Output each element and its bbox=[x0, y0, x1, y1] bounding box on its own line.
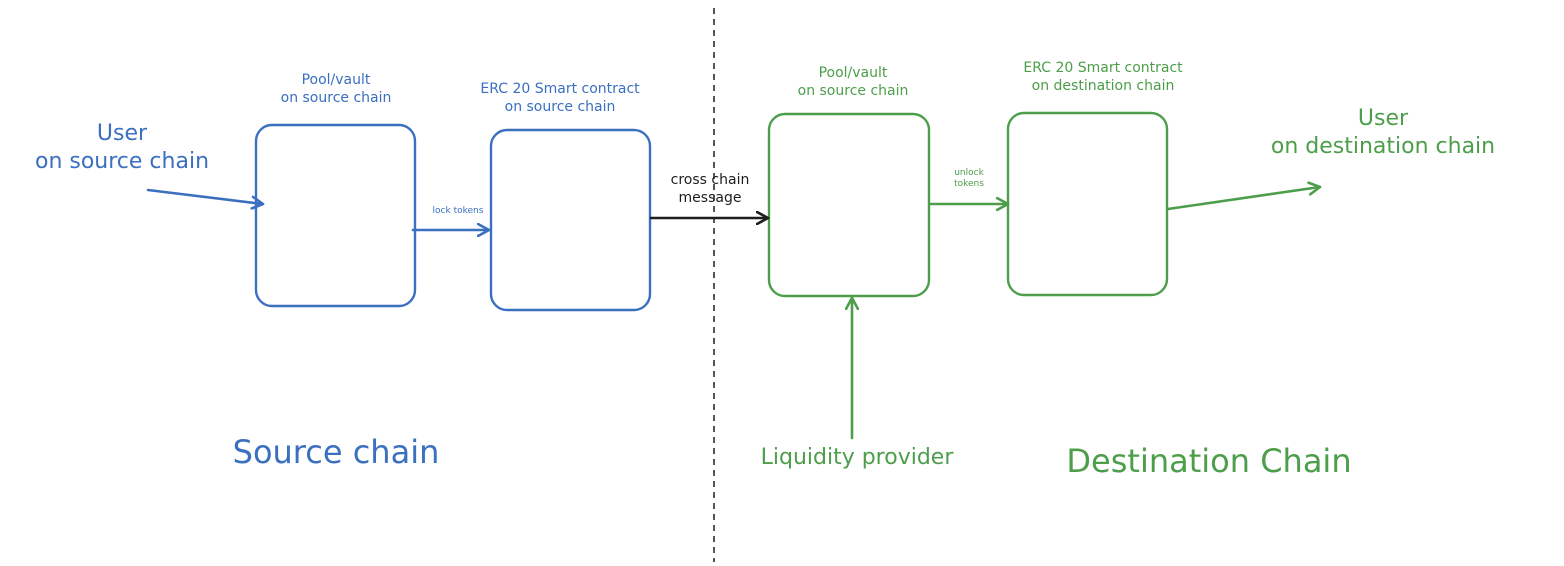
pool-destination-box[interactable] bbox=[767, 112, 931, 298]
cross-chain-message-label: cross chain message bbox=[670, 172, 750, 206]
pool-source-label: Pool/vault on source chain bbox=[280, 72, 392, 106]
liquidity-provider-label: Liquidity provider bbox=[760, 445, 954, 470]
user-source-label: User on source chain bbox=[34, 121, 210, 174]
arrow-user-to-pool-source[interactable] bbox=[146, 188, 265, 204]
erc20-source-box[interactable] bbox=[489, 128, 652, 312]
pool-destination-label: Pool/vault on source chain bbox=[797, 65, 909, 99]
arrow-to-user-destination[interactable] bbox=[1166, 187, 1322, 211]
destination-chain-title: Destination Chain bbox=[1066, 442, 1352, 480]
pool-source-box[interactable] bbox=[254, 123, 417, 308]
source-chain-title: Source chain bbox=[232, 433, 440, 471]
erc20-destination-box[interactable] bbox=[1006, 111, 1169, 297]
erc20-destination-label: ERC 20 Smart contract on destination cha… bbox=[1023, 60, 1183, 94]
erc20-source-label: ERC 20 Smart contract on source chain bbox=[480, 81, 640, 115]
lock-tokens-label: lock tokens bbox=[432, 206, 484, 216]
unlock-tokens-label: unlock tokens bbox=[954, 168, 984, 190]
user-destination-label: User on destination chain bbox=[1270, 106, 1496, 159]
